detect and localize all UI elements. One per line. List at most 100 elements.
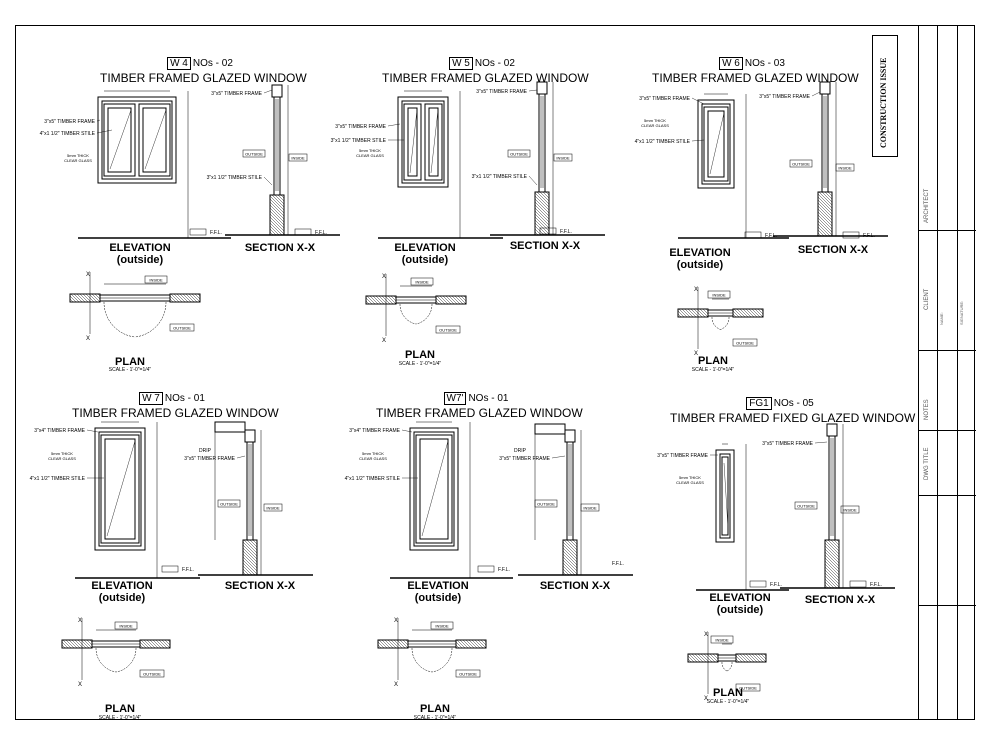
window-count: NOs - 02 — [192, 58, 233, 69]
w7b-elevation-glass-hatch — [421, 440, 449, 537]
w5-callout-section-frame-leader — [528, 89, 538, 92]
wall-outline — [139, 639, 171, 649]
w7-elevation-outer-frame — [94, 427, 146, 551]
hatch-line — [83, 639, 93, 649]
hatch-line — [468, 639, 478, 649]
w7-plan-section-marker: X — [78, 618, 82, 624]
w6-plan-section-marker: X — [694, 351, 698, 357]
w6-plan-swing-arc — [711, 316, 721, 330]
w6-section-sill-wall — [817, 191, 833, 237]
w7b-plan-wall-left — [377, 639, 409, 649]
hatch-line — [569, 539, 578, 548]
fg1-section-ffl-level-box — [849, 580, 867, 588]
hatch-line — [143, 639, 153, 649]
w7b-plan-swing-arc — [411, 647, 433, 673]
w4-elevation-glass-pane — [107, 107, 132, 173]
window-count: NOs - 05 — [773, 398, 814, 409]
hatch-line — [691, 653, 701, 663]
hatch-line — [754, 308, 764, 318]
title-block-row-line — [919, 230, 976, 231]
scale-label: SCALE - 1'-0"=1/4" — [398, 361, 442, 367]
hatch-line — [681, 308, 691, 318]
hatch-line — [378, 295, 388, 305]
hatch-line — [830, 539, 840, 549]
w7b-callout-frame: 3"x4" TIMBER FRAME — [349, 428, 400, 434]
hatch-line — [562, 556, 578, 572]
fg1-elevation-inner-frame — [719, 453, 731, 539]
w5-elevation-glass-pane — [407, 107, 418, 177]
hatch-line — [280, 194, 285, 199]
w4-plan-outside-text: OUTSIDE — [173, 326, 191, 331]
hatch-line — [735, 655, 743, 663]
w4-elevation-ffl-level-box — [189, 228, 207, 236]
w5-plan-wall-right — [435, 295, 467, 305]
w5-section-tags-outside-text: OUTSIDE — [510, 152, 528, 157]
w6-section-ffl-level-box — [842, 231, 860, 239]
w7b-elevation-outer-frame — [409, 427, 459, 551]
w6-plan-wall-left — [677, 308, 709, 318]
w7-elevation-sash — [100, 434, 140, 544]
fg1-callout-section-frame-leader — [814, 441, 828, 444]
w4-section-tags-inside-text: INSIDE — [291, 156, 305, 161]
w7b-plan-outside-text: OUTSIDE — [459, 672, 477, 677]
hatch-line — [712, 653, 719, 660]
hatch-line — [74, 639, 84, 649]
hatch-line — [534, 204, 550, 220]
hatch-line — [387, 639, 397, 649]
hatch-line — [269, 216, 285, 232]
scale-label: SCALE - 1'-0"=1/4" — [98, 715, 142, 721]
w4-plan-wall-left — [69, 293, 101, 303]
w6-section-lintel — [819, 81, 831, 95]
w4-callout-stile: 4"x1 1/2" TIMBER STILE — [40, 131, 96, 137]
hatch-line — [817, 208, 833, 224]
hatch-line — [732, 310, 740, 318]
w7b-section-drip-hood — [534, 423, 566, 435]
fg1-section-tags-outside-tag — [794, 501, 818, 510]
wall-outline — [735, 653, 767, 663]
w7-section-tags-inside-tag — [263, 503, 283, 512]
window-count: NOs - 01 — [468, 393, 509, 404]
w4-plan-outside-tag — [169, 323, 195, 332]
hatch-line — [757, 653, 767, 663]
hatch-line — [534, 210, 550, 226]
hatch-line — [179, 293, 189, 303]
window-tag: W 6 — [719, 57, 743, 70]
fg1-section-tags-outside-text: OUTSIDE — [797, 504, 815, 509]
w4-callout-frame-leader — [96, 119, 101, 122]
w7-callout-glass: CLEAR GLASS — [48, 456, 76, 461]
w7b-callout-frame-leader — [401, 429, 413, 433]
hatch-line — [269, 201, 285, 217]
hatch-line — [242, 559, 258, 575]
w7b-plan-inside-tag — [430, 621, 454, 630]
w6-callout-frame-leader — [691, 97, 705, 105]
w6-section-tags-outside-tag — [789, 159, 813, 168]
w6-plan-inside-tag — [707, 290, 731, 299]
window-tag: W 5 — [449, 57, 473, 70]
wall-outline — [732, 308, 764, 318]
hatch-line — [827, 191, 833, 197]
w4-plan-inside-tag — [144, 275, 168, 284]
w5-elevation-sash — [424, 103, 443, 181]
wall-outline — [534, 191, 550, 236]
hatch-line — [763, 653, 767, 657]
w6-plan-swing-arc — [720, 316, 730, 330]
plan-label: PLAN — [105, 703, 135, 715]
hatch-line — [457, 295, 467, 305]
hatch-line — [534, 195, 550, 211]
w5-section-tags-inside-text: INSIDE — [556, 156, 570, 161]
w4-callout-section-stile-leader — [263, 176, 273, 186]
hatch-line — [824, 191, 833, 200]
hatch-line — [562, 565, 573, 576]
elevation-label: ELEVATION(outside) — [709, 592, 771, 616]
hatch-line — [817, 202, 833, 218]
fg1-section-lintel — [826, 423, 838, 437]
w7b-callout-glass: CLEAR GLASS — [359, 456, 387, 461]
hatch-line — [733, 308, 743, 318]
hatch-line — [80, 639, 90, 649]
hatch-line — [534, 219, 550, 235]
w5-elevation-outer-frame — [397, 96, 449, 188]
hatch-line — [833, 539, 840, 546]
hatch-line — [378, 639, 388, 649]
hatch-line — [465, 639, 475, 649]
